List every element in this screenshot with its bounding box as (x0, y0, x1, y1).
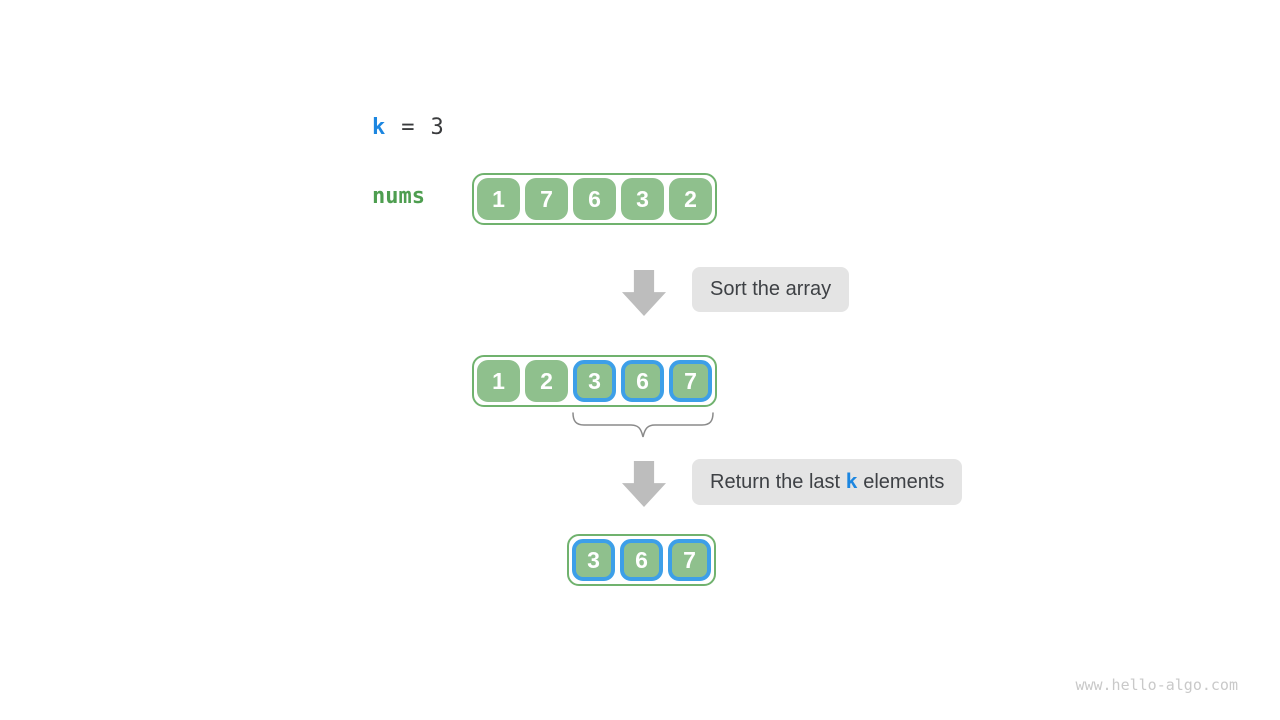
step-label-return: Return the last k elements (692, 459, 963, 505)
array-cell: 3 (621, 178, 664, 220)
array-cell: 1 (477, 178, 520, 220)
array-cell: 2 (525, 360, 568, 402)
equals-sign: = (401, 115, 415, 140)
step-label-return-k: k (845, 469, 858, 493)
array-cell: 7 (669, 360, 712, 402)
array-cell: 6 (620, 539, 663, 581)
array-cell: 6 (621, 360, 664, 402)
step-label-return-prefix: Return the last (710, 471, 846, 493)
k-variable-name: k (372, 115, 386, 140)
nums-variable-name: nums (372, 184, 425, 209)
site-watermark: www.hello-algo.com (1075, 676, 1238, 694)
array-cell: 7 (668, 539, 711, 581)
array-cell: 3 (573, 360, 616, 402)
down-arrow-icon (622, 461, 666, 507)
step-label-sort: Sort the array (692, 267, 850, 312)
array-cell: 3 (572, 539, 615, 581)
k-assignment: k = 3 (372, 115, 444, 140)
step-label-return-suffix: elements (857, 471, 945, 493)
array-cell: 2 (669, 178, 712, 220)
array-cell: 6 (573, 178, 616, 220)
down-arrow-icon (622, 270, 666, 316)
step-label-sort-text: Sort the array (710, 278, 832, 300)
array-cell: 1 (477, 360, 520, 402)
array-cell: 7 (525, 178, 568, 220)
underbrace-last-k (572, 412, 714, 438)
k-value: 3 (430, 115, 444, 140)
